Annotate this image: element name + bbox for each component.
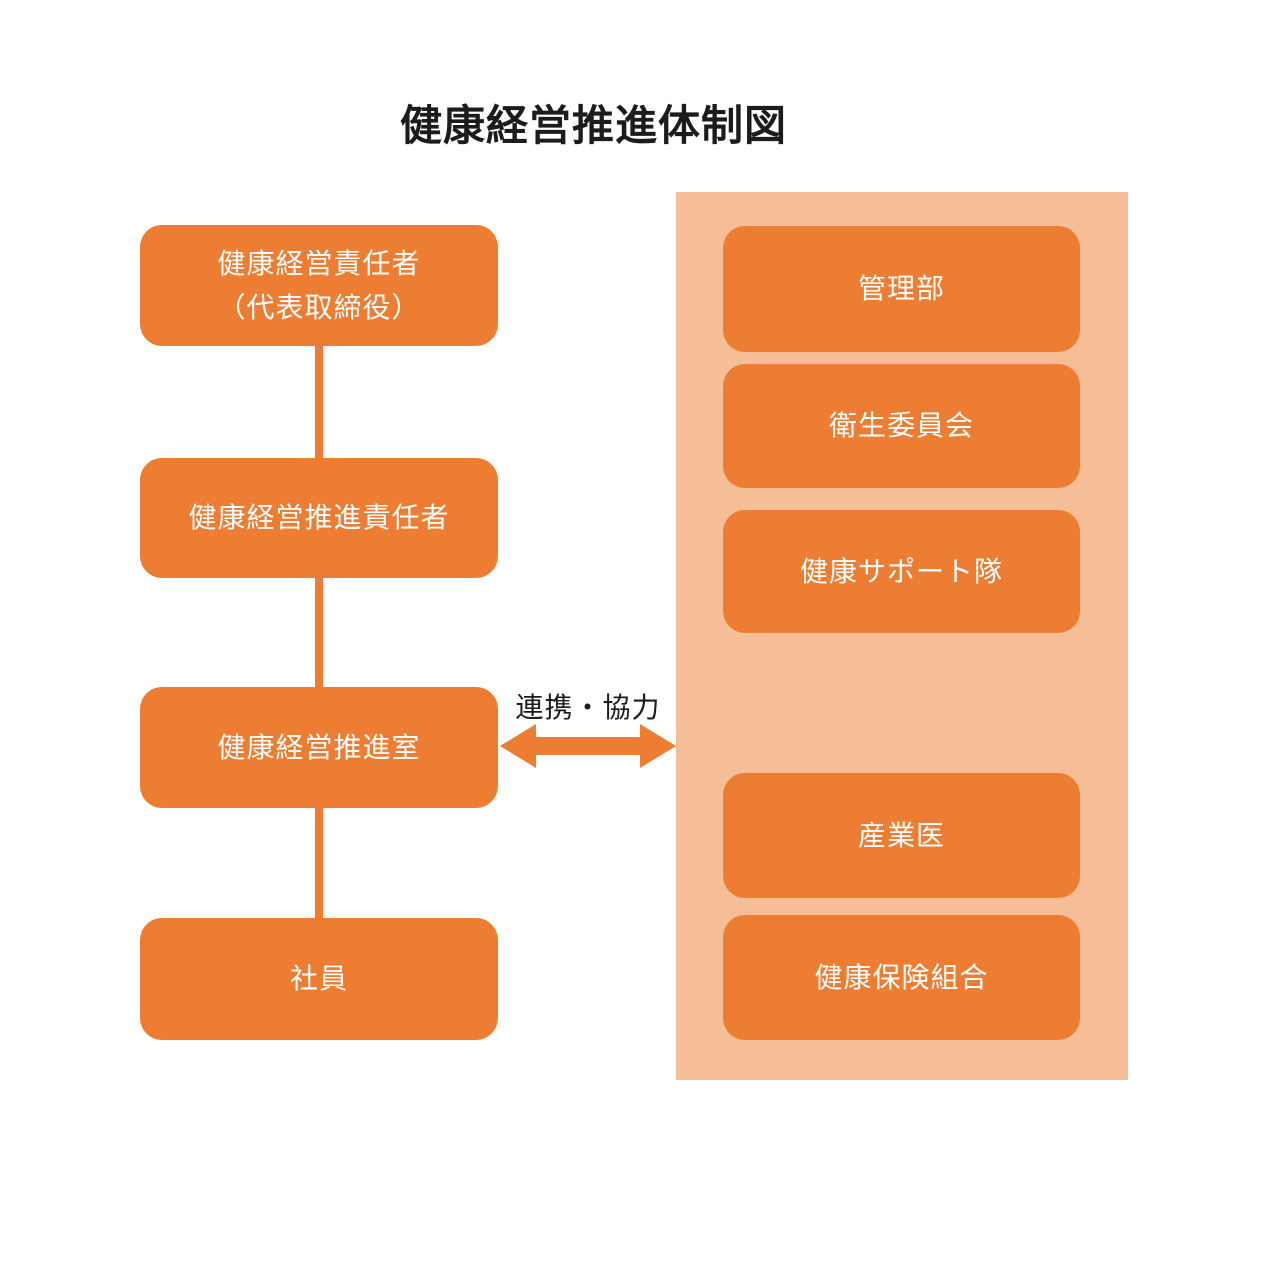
node-health-management-promotion-officer: 健康経営推進責任者 — [140, 458, 498, 578]
node-health-insurance-association: 健康保険組合 — [723, 915, 1080, 1040]
connector-line — [315, 808, 323, 918]
node-health-management-promotion-office: 健康経営推進室 — [140, 687, 498, 808]
cooperation-link-label: 連携・協力 — [515, 692, 661, 723]
connector-line — [315, 578, 323, 687]
node-hygiene-committee: 衛生委員会 — [723, 364, 1080, 488]
node-administration-department: 管理部 — [723, 226, 1080, 352]
external-cooperation-panel: 管理部 衛生委員会 健康サポート隊 産業医 健康保険組合 — [676, 192, 1128, 1080]
node-employees: 社員 — [140, 918, 498, 1040]
node-occupational-physician: 産業医 — [723, 773, 1080, 898]
connector-line — [315, 345, 323, 458]
diagram-title: 健康経営推進体制図 — [400, 102, 788, 149]
node-health-support-team: 健康サポート隊 — [723, 510, 1080, 633]
node-health-management-officer: 健康経営責任者 （代表取締役） — [140, 225, 498, 346]
double-headed-arrow-icon — [500, 724, 676, 768]
